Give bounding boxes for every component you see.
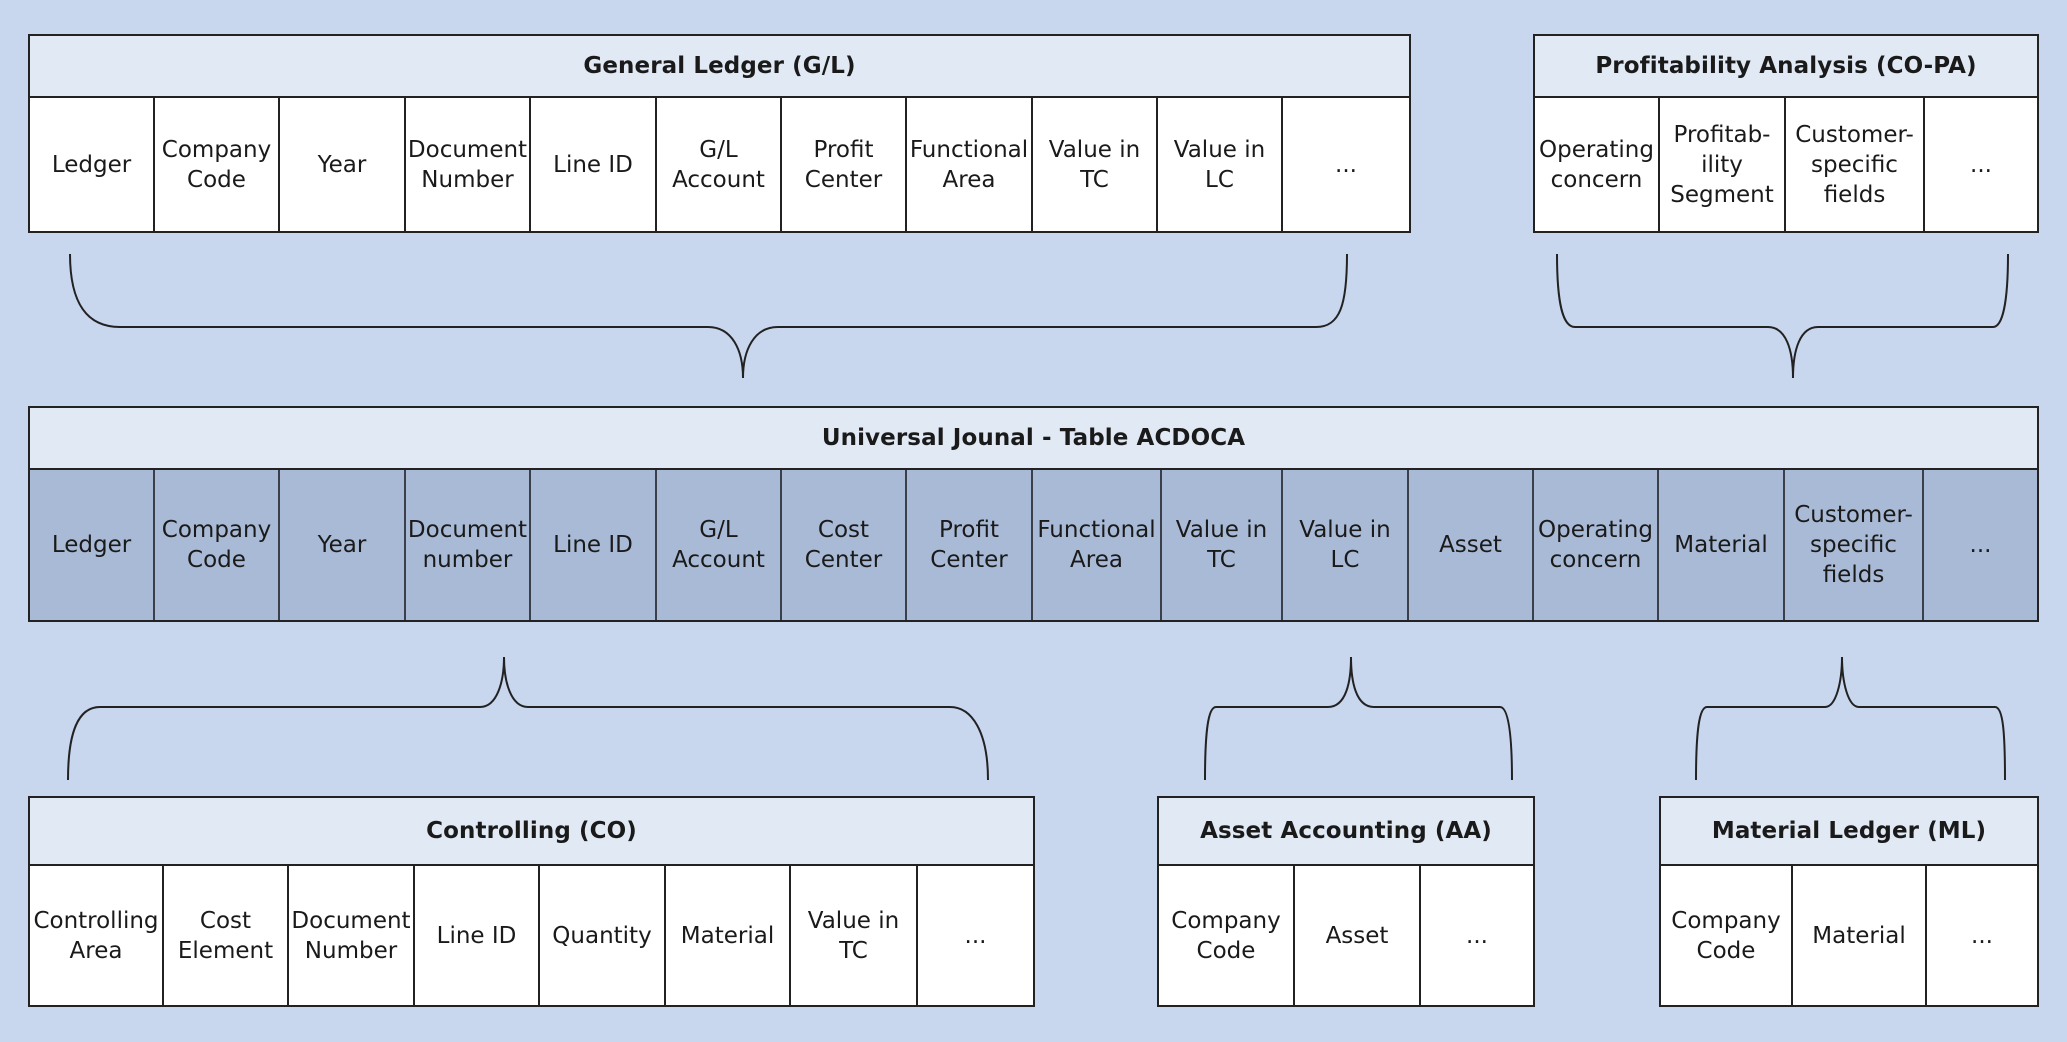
controlling-table: Controlling (CO) Controlling Area Cost E… bbox=[28, 796, 1035, 1007]
field-cell: Cost Center bbox=[782, 470, 907, 620]
field-cell: Asset bbox=[1295, 866, 1421, 1005]
field-cell: Value in LC bbox=[1283, 470, 1409, 620]
material-ledger-title: Material Ledger (ML) bbox=[1661, 798, 2037, 866]
field-cell: Ledger bbox=[30, 470, 155, 620]
field-cell: Profitab- ility Segment bbox=[1660, 98, 1786, 231]
controlling-fields: Controlling Area Cost Element Document N… bbox=[30, 866, 1033, 1005]
field-cell: Year bbox=[280, 98, 406, 231]
acdoca-table: Universal Jounal - Table ACDOCA Ledger C… bbox=[28, 406, 2039, 622]
acdoca-to-co-brace bbox=[67, 656, 989, 781]
field-cell: Functional Area bbox=[1033, 470, 1162, 620]
field-cell: Line ID bbox=[415, 866, 540, 1005]
material-ledger-table: Material Ledger (ML) Company Code Materi… bbox=[1659, 796, 2039, 1007]
gl-to-acdoca-brace bbox=[69, 253, 1348, 379]
field-cell: Document Number bbox=[289, 866, 415, 1005]
field-cell: Profit Center bbox=[782, 98, 907, 231]
field-cell: Controlling Area bbox=[30, 866, 164, 1005]
field-cell: Year bbox=[280, 470, 406, 620]
acdoca-to-ml-brace bbox=[1695, 656, 2006, 781]
field-cell: Customer- specific fields bbox=[1786, 98, 1925, 231]
general-ledger-title: General Ledger (G/L) bbox=[30, 36, 1409, 98]
field-cell: Line ID bbox=[531, 470, 657, 620]
field-cell: Company Code bbox=[1159, 866, 1295, 1005]
field-cell: G/L Account bbox=[657, 470, 782, 620]
field-cell: Asset bbox=[1409, 470, 1534, 620]
field-cell: Document Number bbox=[406, 98, 531, 231]
acdoca-to-aa-brace bbox=[1204, 656, 1513, 781]
field-cell: Company Code bbox=[155, 98, 280, 231]
field-cell: G/L Account bbox=[657, 98, 782, 231]
acdoca-fields: Ledger Company Code Year Document number… bbox=[30, 470, 2037, 620]
field-cell: Material bbox=[1659, 470, 1785, 620]
asset-accounting-title: Asset Accounting (AA) bbox=[1159, 798, 1533, 866]
field-cell: Value in TC bbox=[791, 866, 918, 1005]
copa-table: Profitability Analysis (CO-PA) Operating… bbox=[1533, 34, 2039, 233]
copa-to-acdoca-brace bbox=[1556, 253, 2009, 379]
controlling-title: Controlling (CO) bbox=[30, 798, 1033, 866]
field-cell: Line ID bbox=[531, 98, 657, 231]
acdoca-title: Universal Jounal - Table ACDOCA bbox=[30, 408, 2037, 470]
field-cell: ... bbox=[1466, 922, 1488, 949]
field-cell: Value in TC bbox=[1162, 470, 1283, 620]
field-cell: Ledger bbox=[30, 98, 155, 231]
asset-accounting-fields: Company Code Asset ... bbox=[1159, 866, 1533, 1005]
field-cell: Material bbox=[666, 866, 791, 1005]
field-cell: Cost Element bbox=[164, 866, 289, 1005]
field-cell: ... bbox=[1924, 470, 2037, 620]
field-cell: ... bbox=[964, 922, 987, 949]
field-cell: Company Code bbox=[155, 470, 280, 620]
field-cell: Document number bbox=[406, 470, 531, 620]
general-ledger-fields: Ledger Company Code Year Document Number… bbox=[30, 98, 1409, 231]
general-ledger-table: General Ledger (G/L) Ledger Company Code… bbox=[28, 34, 1411, 233]
copa-fields: Operating concern Profitab- ility Segmen… bbox=[1535, 98, 2037, 231]
field-cell: Value in TC bbox=[1033, 98, 1158, 231]
copa-title: Profitability Analysis (CO-PA) bbox=[1535, 36, 2037, 98]
field-cell: Material bbox=[1793, 866, 1927, 1005]
field-cell: Customer- specific fields bbox=[1785, 470, 1924, 620]
field-cell: ... bbox=[1970, 151, 1992, 178]
field-cell: Quantity bbox=[540, 866, 666, 1005]
field-cell: Operating concern bbox=[1534, 470, 1659, 620]
field-cell: Profit Center bbox=[907, 470, 1033, 620]
field-cell: ... bbox=[1971, 922, 1993, 949]
material-ledger-fields: Company Code Material ... bbox=[1661, 866, 2037, 1005]
field-cell: Value in LC bbox=[1158, 98, 1283, 231]
field-cell: Operating concern bbox=[1535, 98, 1660, 231]
field-cell: ... bbox=[1335, 151, 1357, 178]
asset-accounting-table: Asset Accounting (AA) Company Code Asset… bbox=[1157, 796, 1535, 1007]
field-cell: Company Code bbox=[1661, 866, 1793, 1005]
field-cell: Functional Area bbox=[907, 98, 1033, 231]
